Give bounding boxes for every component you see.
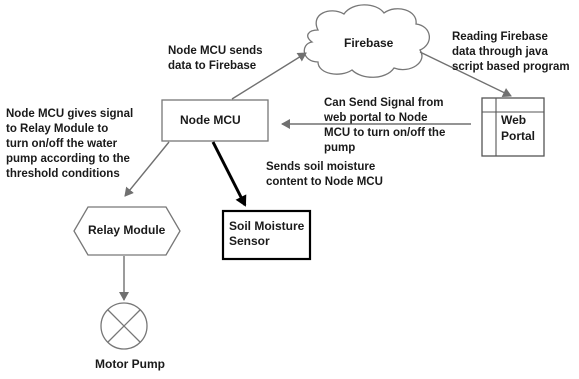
soil-sensor-label-line1: Soil Moisture	[229, 219, 305, 233]
node-mcu-label: Node MCU	[180, 113, 241, 127]
soil-sensor-box	[221, 209, 312, 261]
soil-sensor-label-line2: Sensor	[229, 234, 270, 248]
label-line: content to Node MCU	[266, 176, 383, 188]
arrow-firebase-to-portal	[419, 51, 512, 98]
label-mcu-to-firebase: Node MCU sends data to Firebase	[168, 44, 263, 74]
web-portal-label-line1: Web	[501, 113, 527, 127]
label-line: Node MCU gives signal	[6, 108, 134, 120]
arrow-mcu-to-firebase	[231, 52, 307, 100]
label-line: data through java	[452, 46, 548, 58]
label-line: script based program	[452, 61, 570, 73]
label-line: Can Send Signal from	[324, 97, 444, 109]
label-mcu-to-relay: Node MCU gives signal to Relay Module to…	[6, 107, 133, 182]
relay-module-label: Relay Module	[88, 223, 166, 237]
label-line: to Relay Module to	[6, 123, 109, 135]
label-firebase-to-portal: Reading Firebase data through java scrip…	[452, 30, 570, 75]
label-portal-to-mcu: Can Send Signal from web portal to Node …	[324, 96, 445, 156]
web-portal-label-line2: Portal	[501, 129, 536, 143]
arrow-mcu-to-sensor	[211, 141, 247, 207]
label-line: turn on/off the water	[6, 138, 118, 150]
label-line: threshold conditions	[6, 168, 120, 180]
arrow-mcu-to-relay	[124, 141, 170, 197]
firebase-label: Firebase	[344, 36, 394, 50]
label-line: web portal to Node	[324, 112, 428, 124]
label-sensor-to-mcu: Sends soil moisture content to Node MCU	[266, 160, 383, 190]
label-line: Reading Firebase	[452, 31, 548, 43]
label-line: MCU to turn on/off the	[324, 127, 446, 139]
label-line: data to Firebase	[168, 60, 257, 72]
label-line: pump	[324, 142, 356, 154]
node-mcu-box	[161, 99, 269, 142]
motor-pump-label: Motor Pump	[95, 357, 165, 371]
label-line: pump according to the	[6, 153, 130, 165]
relay-module-hexagon	[73, 206, 181, 256]
label-line: Node MCU sends	[168, 45, 263, 57]
motor-pump-symbol	[100, 302, 148, 350]
label-line: Sends soil moisture	[266, 161, 376, 173]
web-portal-box	[481, 97, 545, 157]
